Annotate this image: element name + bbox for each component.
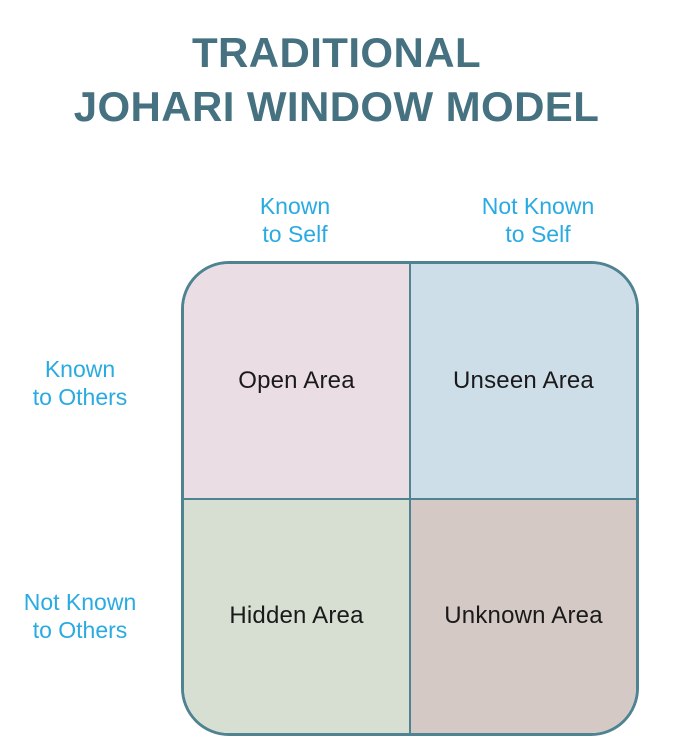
page-title: TRADITIONAL JOHARI WINDOW MODEL — [0, 26, 673, 134]
quadrant-unknown-area: Unknown Area — [410, 498, 636, 733]
title-line-2: JOHARI WINDOW MODEL — [73, 83, 600, 130]
quadrant-unseen-area: Unseen Area — [410, 264, 636, 499]
title-line-1: TRADITIONAL — [191, 29, 482, 76]
quadrant-open-area: Open Area — [184, 264, 410, 499]
row-header-known-to-others: Known to Others — [0, 355, 165, 411]
column-header-known-to-self-line-2: to Self — [262, 221, 328, 247]
column-header-not-known-to-self: Not Known to Self — [438, 192, 638, 248]
column-header-known-to-self-line-1: Known — [259, 193, 331, 219]
column-header-not-known-to-self-line-2: to Self — [505, 221, 571, 247]
row-header-known-to-others-line-1: Known — [44, 356, 116, 382]
row-header-not-known-to-others-line-2: to Others — [32, 617, 128, 643]
column-header-not-known-to-self-line-1: Not Known — [481, 193, 595, 219]
row-header-not-known-to-others-line-1: Not Known — [23, 589, 137, 615]
johari-matrix: Open Area Unseen Area Hidden Area Unknow… — [181, 261, 639, 736]
column-header-known-to-self: Known to Self — [195, 192, 395, 248]
quadrant-hidden-area: Hidden Area — [184, 498, 410, 733]
row-header-not-known-to-others: Not Known to Others — [0, 588, 165, 644]
row-header-known-to-others-line-2: to Others — [32, 384, 128, 410]
quadrant-open-area-label: Open Area — [238, 366, 355, 394]
quadrant-unseen-area-label: Unseen Area — [453, 366, 594, 394]
quadrant-unknown-area-label: Unknown Area — [444, 602, 603, 630]
quadrant-hidden-area-label: Hidden Area — [229, 602, 364, 630]
